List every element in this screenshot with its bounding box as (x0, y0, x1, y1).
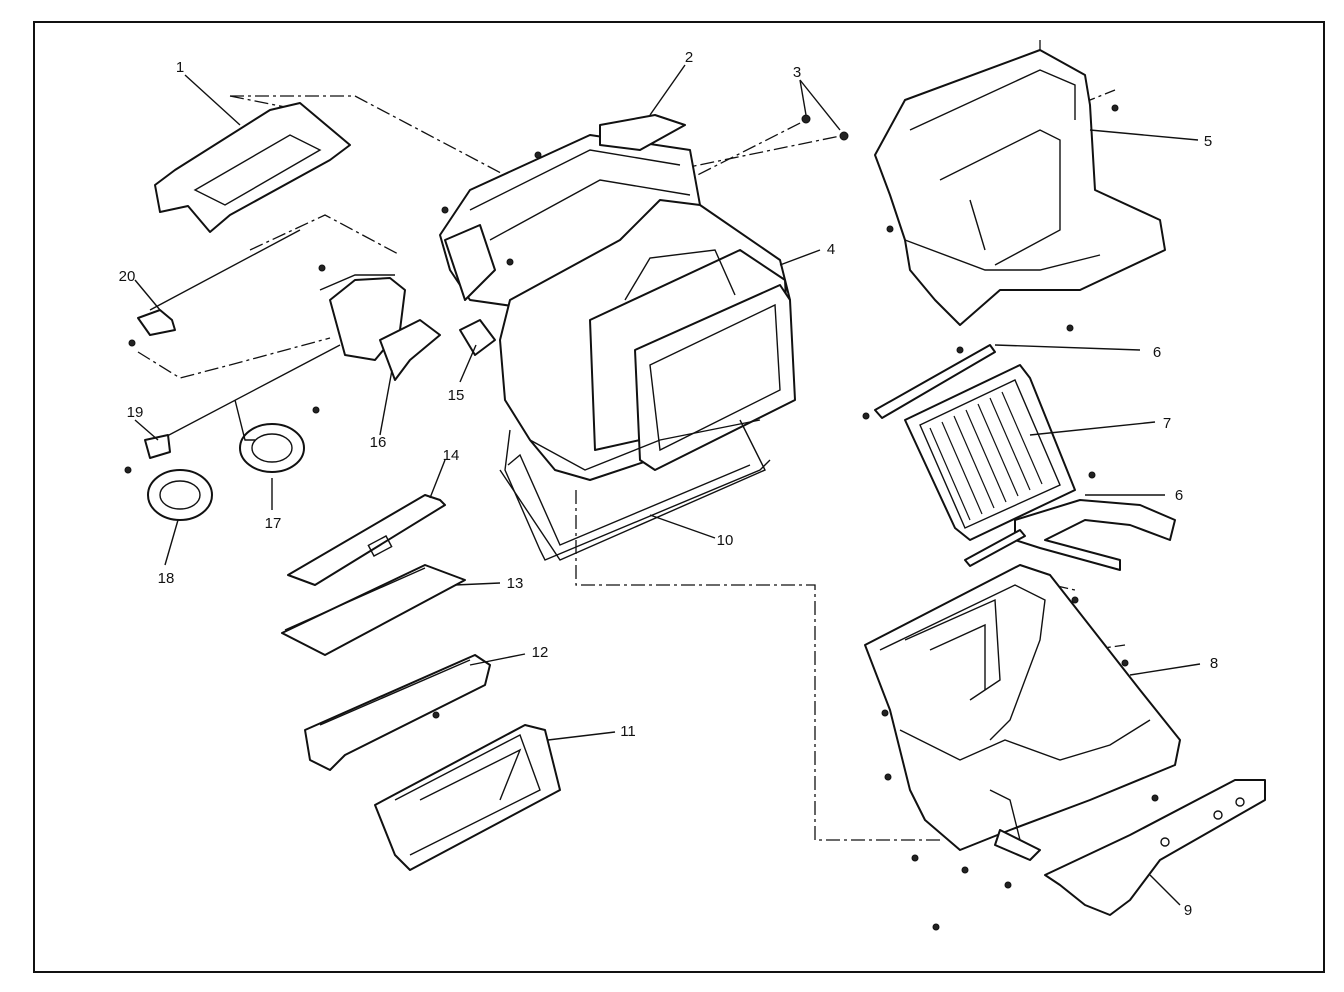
callout-15: 15 (448, 387, 465, 404)
part-6-retaining-straps (862, 344, 1096, 567)
part-7-heater-core (904, 364, 1176, 571)
part-9-bracket (1044, 779, 1266, 916)
part-13-seal (281, 564, 466, 656)
callout-labels: 1 2 3 4 5 6 6 7 8 9 10 11 12 13 14 15 16… (119, 49, 1219, 919)
callout-11: 11 (620, 723, 636, 740)
callout-3: 3 (793, 64, 801, 81)
callout-2: 2 (685, 49, 693, 66)
callout-5: 5 (1204, 133, 1212, 150)
callout-6-upper: 6 (1153, 344, 1161, 361)
callout-17: 17 (265, 515, 282, 532)
part-10-drain-tube (504, 429, 771, 561)
callout-14: 14 (443, 447, 460, 464)
callout-9: 9 (1184, 902, 1192, 919)
part-19-linkage (144, 344, 341, 459)
part-15-gasket (459, 319, 496, 356)
part-2-upper-housing (439, 114, 701, 311)
callout-leaders (134, 64, 1201, 906)
part-18-actuator (124, 466, 213, 521)
heater-core-fins (929, 391, 1043, 521)
callout-19: 19 (127, 404, 144, 421)
callout-10: 10 (717, 532, 734, 549)
part-17-actuator (234, 399, 305, 473)
part-20-rod-assembly (128, 229, 301, 347)
part-8-lower-case (864, 564, 1181, 931)
part-5-upper-duct (874, 49, 1166, 332)
part-1-top-cover (154, 102, 351, 233)
callout-8: 8 (1210, 655, 1218, 672)
callout-1: 1 (176, 59, 184, 76)
callout-13: 13 (507, 575, 524, 592)
part-14-filter-pad (287, 494, 446, 586)
callout-12: 12 (532, 644, 549, 661)
callout-18: 18 (158, 570, 175, 587)
callout-20: 20 (119, 268, 136, 285)
callout-7: 7 (1163, 415, 1171, 432)
callout-4: 4 (827, 241, 835, 258)
part-12-door-plate (304, 654, 491, 771)
callout-6-lower: 6 (1175, 487, 1183, 504)
part-11-mode-door (374, 724, 561, 871)
part-16-actuator-bracket (312, 264, 441, 414)
part-3-screws (801, 114, 849, 141)
part-4-heater-case (499, 199, 796, 561)
callout-16: 16 (370, 434, 387, 451)
diagram-border (33, 21, 1325, 973)
